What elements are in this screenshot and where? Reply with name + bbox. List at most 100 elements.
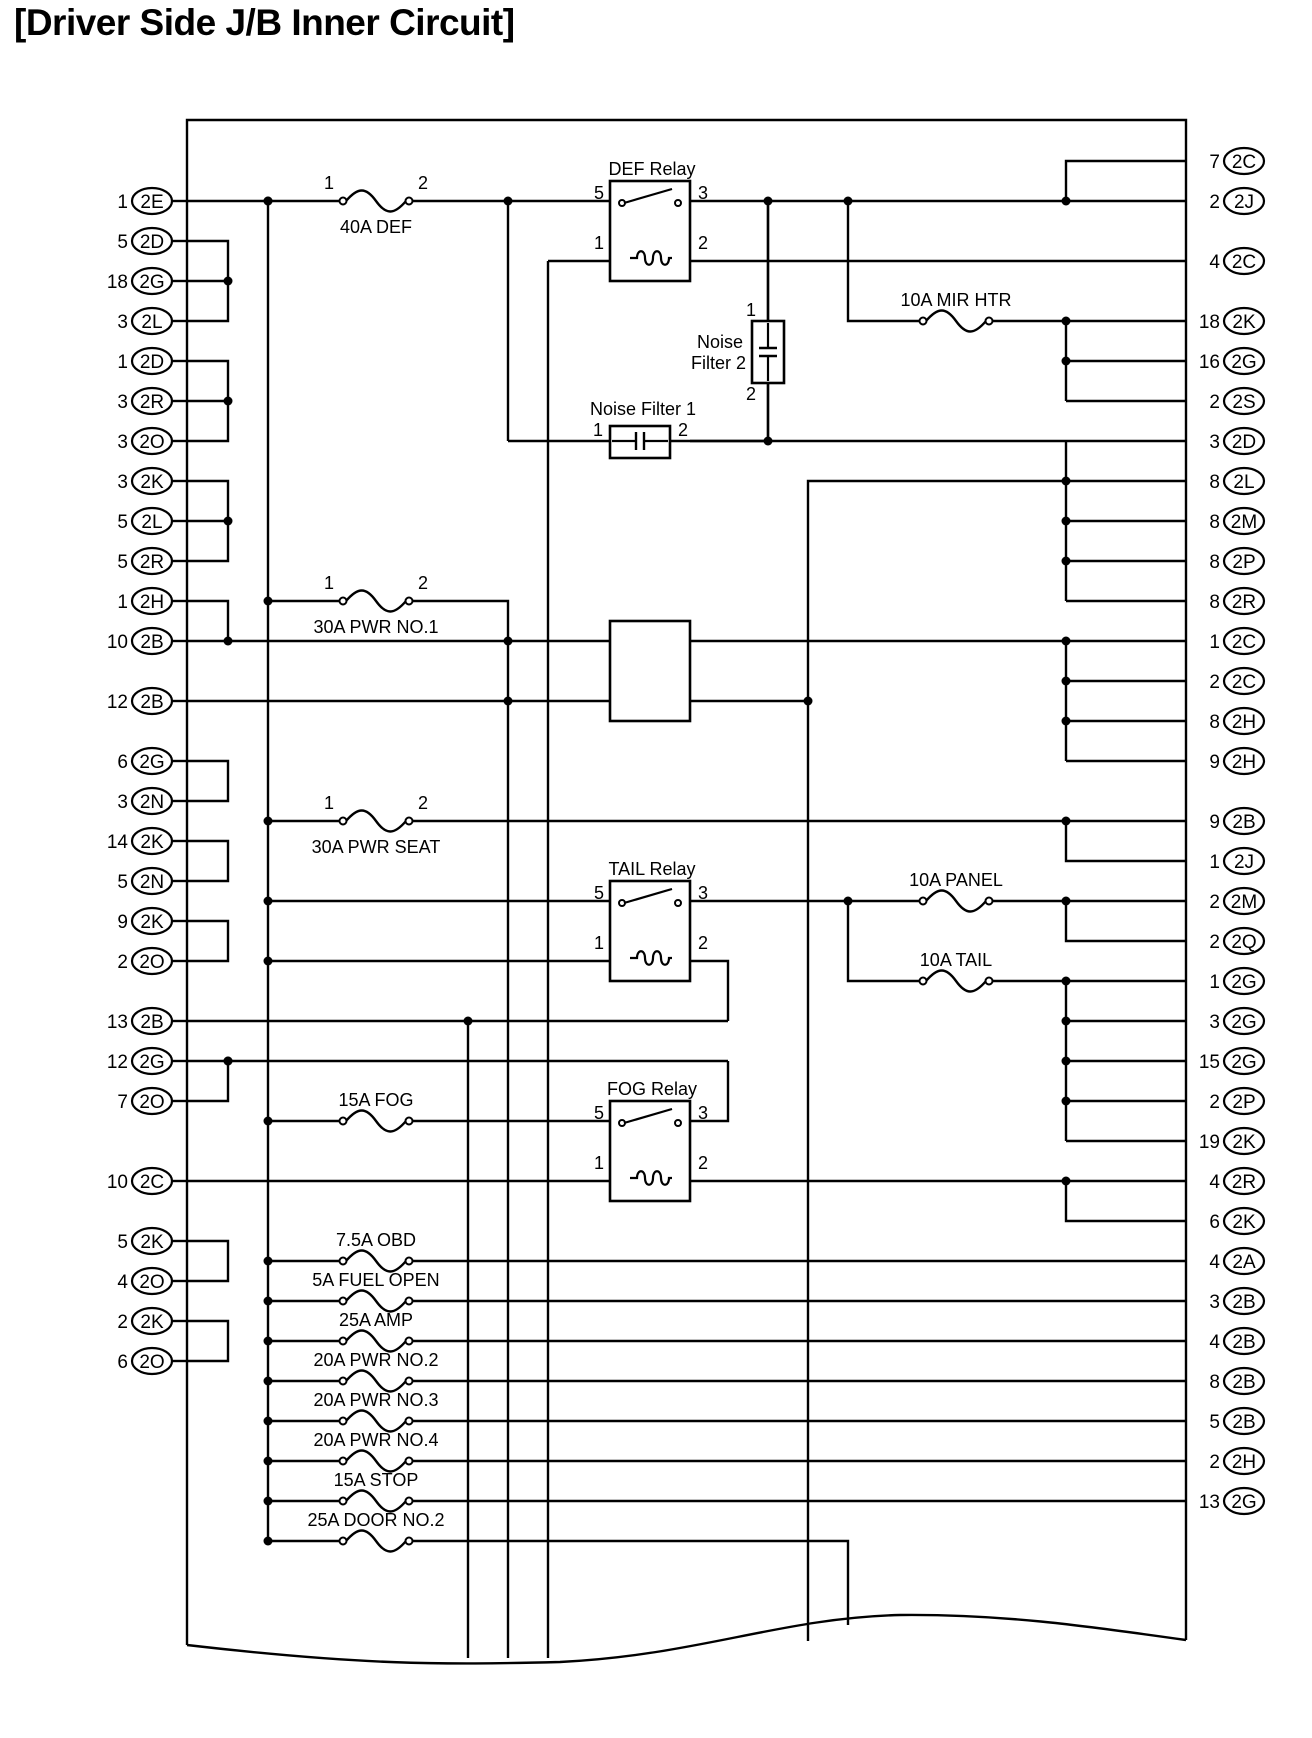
fuse-squiggle: [345, 1249, 407, 1273]
fuse-terminal: [918, 316, 928, 326]
fuse-terminal: [918, 976, 928, 986]
right-connector-oval: [1222, 1406, 1266, 1436]
fuse-terminal: [338, 1336, 348, 1346]
right-pin-number: 6: [1209, 1212, 1220, 1233]
fuse-terminal: [338, 816, 348, 826]
left-pin-number: 10: [107, 1172, 128, 1193]
junction-dot: [503, 696, 513, 706]
fuse-icon: [338, 1489, 414, 1513]
left-connector-id: 2G: [139, 752, 164, 773]
fuse-terminal: [404, 1376, 414, 1386]
left-connector-oval: [130, 506, 174, 536]
left-connector-oval: [130, 426, 174, 456]
fuse-terminal: [404, 1496, 414, 1506]
fuse-terminal: [404, 1416, 414, 1426]
left-connector-oval: [130, 1306, 174, 1336]
right-connector-id: 2P: [1232, 552, 1255, 573]
wire: [408, 599, 510, 641]
right-connector-oval: [1222, 806, 1266, 836]
noise-filter-pin: 1: [593, 420, 603, 440]
fuse-terminal: [918, 896, 928, 906]
right-connector-id: 2J: [1234, 192, 1254, 213]
left-connector-oval: [130, 186, 174, 216]
right-connector-oval: [1222, 306, 1266, 336]
left-connector-oval: [130, 746, 174, 776]
left-connector-id: 2B: [140, 692, 163, 713]
right-pin-number: 8: [1209, 1372, 1220, 1393]
right-connector-oval: [1222, 846, 1266, 876]
left-pin-number: 3: [117, 792, 128, 813]
left-connector-oval: [130, 386, 174, 416]
junction-dots: [223, 196, 1071, 1546]
fuse-terminal: [338, 1456, 348, 1466]
right-connector-oval: [1222, 1326, 1266, 1356]
wire: [187, 1061, 230, 1103]
left-pin-number: 18: [107, 272, 128, 293]
relay-switch-arm: [623, 887, 673, 905]
right-pin-number: 4: [1209, 252, 1220, 273]
fuse-label: 40A DEF: [340, 217, 412, 237]
fuse-terminal: [338, 596, 348, 606]
fuse-squiggle: [345, 189, 407, 213]
fuse-squiggle: [345, 589, 407, 613]
junction-dot: [223, 516, 233, 526]
fuse-icon: [338, 1249, 414, 1273]
fuse-label: 25A AMP: [339, 1310, 413, 1330]
right-connector-oval: [1222, 1206, 1266, 1236]
right-pin-number: 19: [1199, 1132, 1220, 1153]
right-pin-number: 1: [1209, 632, 1220, 653]
left-connector-oval: [130, 1046, 174, 1076]
right-connector-id: 2J: [1234, 852, 1254, 873]
relay-label: TAIL Relay: [608, 859, 695, 879]
right-connector-oval: [1222, 246, 1266, 276]
right-connector-oval: [1222, 386, 1266, 416]
junction-dot: [263, 1296, 273, 1306]
relay-icon: [608, 179, 692, 283]
fuse-label: 10A PANEL: [909, 870, 1003, 890]
fuse-terminal: [338, 196, 348, 206]
fuse-squiggle: [925, 309, 987, 333]
fuse-terminal: [404, 1536, 414, 1546]
right-connector-id: 2C: [1232, 632, 1256, 653]
junction-dot: [1061, 1096, 1071, 1106]
fuse-pin-label: 1: [324, 573, 334, 593]
fuse-terminal: [404, 1336, 414, 1346]
left-connector-id: 2E: [140, 192, 163, 213]
right-connector-id: 2B: [1232, 1412, 1255, 1433]
right-pin-number: 4: [1209, 1332, 1220, 1353]
relay-switch-arm: [623, 1107, 673, 1125]
right-pin-number: 9: [1209, 812, 1220, 833]
relay-label: DEF Relay: [608, 159, 695, 179]
fuse-squiggle: [345, 809, 407, 833]
right-connector-oval: [1222, 426, 1266, 456]
right-pin-number: 3: [1209, 1012, 1220, 1033]
junction-dot: [1061, 356, 1071, 366]
right-connector-id: 2R: [1232, 592, 1256, 613]
left-connector-id: 2O: [139, 1352, 164, 1373]
right-pin-number: 2: [1209, 392, 1220, 413]
right-connector-oval: [1222, 546, 1266, 576]
junction-dot: [1061, 196, 1071, 206]
relay-coil: [630, 1170, 672, 1186]
fuse-squiggle: [925, 889, 987, 913]
right-connector-oval: [1222, 886, 1266, 916]
wire: [187, 919, 230, 963]
fuse-label: 20A PWR NO.2: [313, 1350, 438, 1370]
fuse-terminal: [404, 816, 414, 826]
fuse-icon: [338, 1369, 414, 1393]
fuse-terminal: [984, 896, 994, 906]
junction-dot: [1061, 556, 1071, 566]
left-connector-id: 2H: [140, 592, 164, 613]
left-pin-number: 6: [117, 752, 128, 773]
wire: [846, 201, 925, 323]
right-pin-number: 3: [1209, 432, 1220, 453]
fuse-terminal: [338, 1116, 348, 1126]
right-connector-id: 2C: [1232, 252, 1256, 273]
fuse-terminal: [984, 316, 994, 326]
wire: [187, 599, 230, 641]
left-connector-id: 2K: [140, 1312, 164, 1333]
relay-pin-label: 2: [698, 233, 708, 253]
right-connector-id: 2K: [1232, 1212, 1256, 1233]
left-connector-oval: [130, 1086, 174, 1116]
noise-filter-pin: 1: [746, 300, 756, 320]
